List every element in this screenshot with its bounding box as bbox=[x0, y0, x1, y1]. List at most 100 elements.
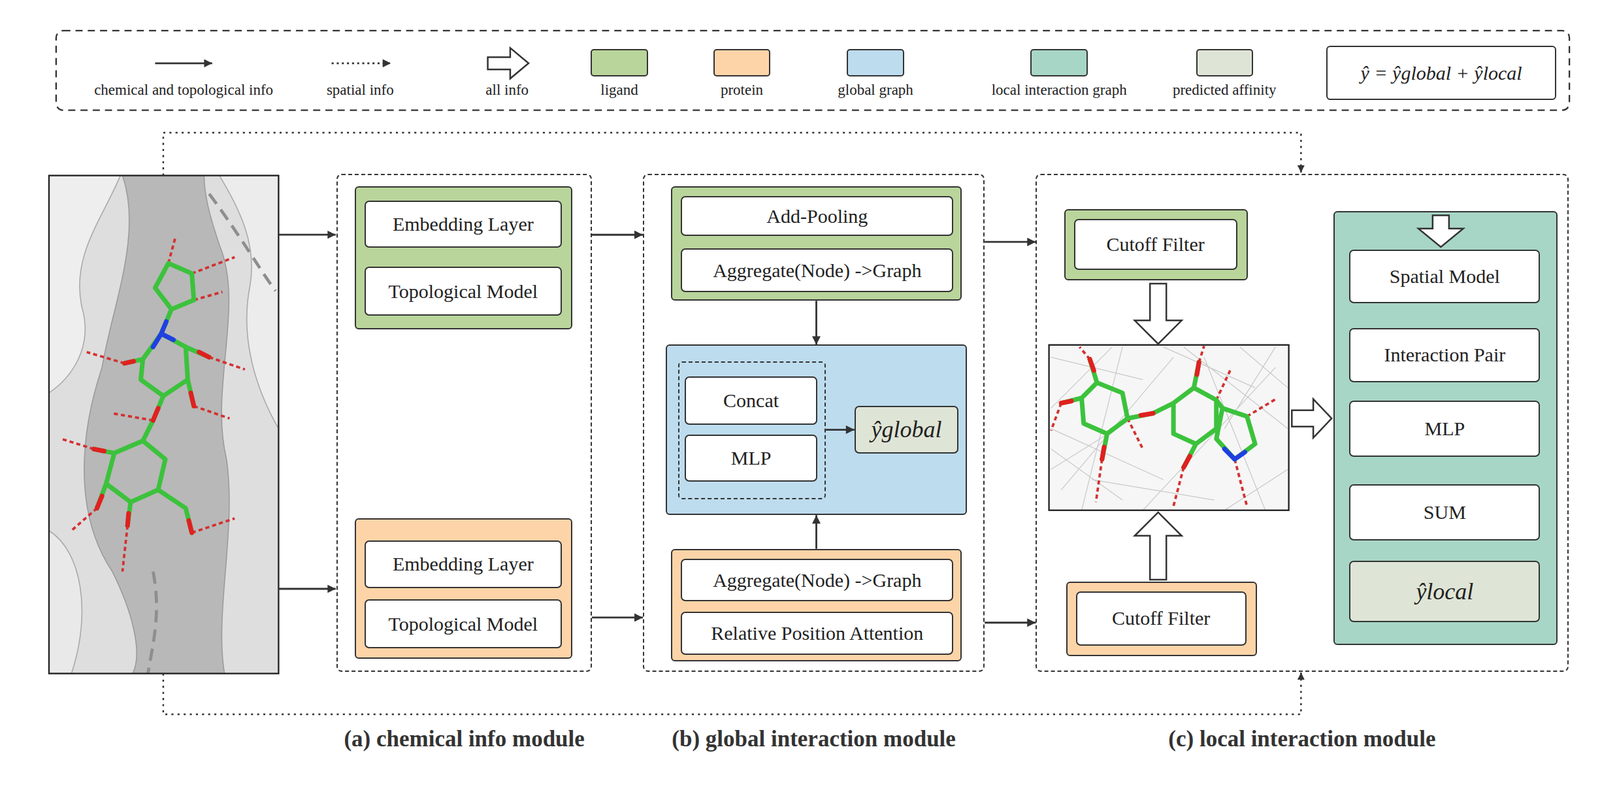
flow-arrow bbox=[815, 300, 818, 345]
legend-text: predicted affinity bbox=[1087, 81, 1362, 99]
legend-text: chemical and topological info bbox=[46, 81, 321, 99]
module-frame: Embedding LayerTopological ModelEmbeddin… bbox=[336, 173, 592, 672]
oxygen-bonds bbox=[94, 352, 210, 533]
pocket-groove bbox=[84, 175, 230, 674]
ribbon-trace bbox=[209, 194, 276, 291]
box-label: Interaction Pair bbox=[1383, 343, 1506, 366]
legend-text: spatial info bbox=[222, 81, 498, 99]
layer-box: Concat bbox=[684, 376, 818, 425]
flow-arrow bbox=[815, 514, 818, 549]
hollow-arrow bbox=[1134, 283, 1182, 344]
layer-box: Aggregate(Node) ->Graph bbox=[680, 248, 954, 293]
layer-box: Cutoff Filter bbox=[1074, 218, 1238, 270]
protein-block: Embedding LayerTopological Model bbox=[354, 518, 573, 660]
box-label: Embedding Layer bbox=[392, 212, 534, 236]
layer-box: Add-Pooling bbox=[680, 195, 954, 236]
spatial-arrow bbox=[163, 672, 1301, 715]
legend-swatch bbox=[713, 48, 771, 77]
ligand-block: Cutoff Filter bbox=[1064, 209, 1248, 281]
hbond-dashes bbox=[61, 236, 245, 572]
hollow-arrow bbox=[1134, 512, 1182, 580]
legend-swatch bbox=[1030, 48, 1088, 77]
module-frame: Cutoff FilterCutoff FilterSpatial ModelI… bbox=[1035, 173, 1568, 672]
layer-box: Topological Model bbox=[364, 266, 562, 316]
legend-solid-arrow bbox=[154, 62, 212, 65]
flow-arrow bbox=[278, 587, 336, 590]
legend-swatch bbox=[590, 48, 648, 77]
legend-text-holder: local interaction graph bbox=[921, 81, 1197, 99]
pocket-frame bbox=[48, 175, 279, 674]
legend-text-holder: global graph bbox=[738, 81, 1013, 99]
ligand-block: Add-PoolingAggregate(Node) ->Graph bbox=[670, 186, 962, 301]
flow-arrow bbox=[591, 233, 643, 236]
flow-arrow bbox=[984, 241, 1036, 244]
box-label: Aggregate(Node) ->Graph bbox=[712, 259, 922, 282]
pocket-ridge bbox=[48, 175, 121, 394]
protein-mesh bbox=[1051, 346, 1288, 511]
formula-box: ŷ = ŷglobal + ŷlocal bbox=[1326, 45, 1556, 100]
legend-text: global graph bbox=[738, 81, 1013, 99]
interaction-image bbox=[1049, 344, 1290, 511]
layer-box: Spatial Model bbox=[1349, 249, 1540, 304]
box-label: Add-Pooling bbox=[766, 205, 868, 228]
protein-block: Aggregate(Node) ->GraphRelative Position… bbox=[670, 548, 962, 662]
group-frame: ConcatMLP bbox=[678, 361, 826, 500]
module-caption: (a) chemical info module bbox=[285, 725, 643, 752]
box-label: Spatial Model bbox=[1389, 265, 1501, 288]
hollow-arrow bbox=[1291, 399, 1332, 438]
affinity-box: ŷglobal bbox=[854, 405, 959, 454]
legend-text-holder: chemical and topological info bbox=[46, 81, 321, 99]
affinity-box: ŷlocal bbox=[1349, 560, 1540, 622]
pocket-ridge bbox=[48, 530, 82, 674]
legend-text: local interaction graph bbox=[921, 81, 1197, 99]
box-label: Embedding Layer bbox=[392, 552, 534, 575]
box-label: Topological Model bbox=[388, 612, 538, 636]
ligand-block: Embedding LayerTopological Model bbox=[354, 186, 573, 330]
local-graph-block: Spatial ModelInteraction PairMLP SUM ŷloca… bbox=[1333, 211, 1559, 645]
spatial-arrow bbox=[163, 132, 1301, 176]
box-label: ŷ = ŷglobal + ŷlocal bbox=[1360, 62, 1523, 85]
interaction-frame bbox=[1049, 344, 1290, 511]
module-caption: (b) global interaction module bbox=[591, 725, 1036, 752]
legend-text: ligand bbox=[482, 81, 757, 99]
legend-swatch bbox=[846, 48, 904, 77]
interaction-ground bbox=[1049, 344, 1290, 511]
box-label: Relative Position Attention bbox=[710, 621, 924, 645]
protein-block: Cutoff Filter bbox=[1066, 581, 1258, 656]
layer-box: Topological Model bbox=[364, 599, 562, 649]
flow-arrow bbox=[591, 616, 643, 619]
module-frame: Add-PoolingAggregate(Node) ->GraphConcat… bbox=[642, 173, 985, 672]
layer-box: Aggregate(Node) ->Graph bbox=[680, 558, 954, 602]
layer-box: SUM bbox=[1349, 484, 1540, 541]
box-label: Aggregate(Node) ->Graph bbox=[712, 569, 922, 592]
box-label: ŷglobal bbox=[870, 415, 942, 443]
flow-arrow bbox=[278, 233, 336, 236]
flow-arrow bbox=[984, 621, 1036, 624]
box-label: Cutoff Filter bbox=[1106, 233, 1205, 256]
box-label: MLP bbox=[731, 446, 772, 470]
legend-text-holder: predicted affinity bbox=[1087, 81, 1362, 99]
global-graph-block: ConcatMLP ŷglobal bbox=[665, 344, 967, 515]
layer-box: Cutoff Filter bbox=[1076, 591, 1247, 646]
pocket-image bbox=[48, 175, 279, 674]
box-label: Topological Model bbox=[388, 280, 538, 303]
layer-box: MLP bbox=[1349, 400, 1540, 457]
box-label: ŷlocal bbox=[1415, 577, 1474, 605]
oxygen-bonds bbox=[1061, 359, 1199, 468]
layer-box: Interaction Pair bbox=[1349, 327, 1540, 383]
legend-frame bbox=[56, 30, 1570, 111]
box-label: Concat bbox=[723, 389, 779, 412]
pocket-ridge bbox=[219, 175, 279, 429]
box-label: MLP bbox=[1424, 417, 1466, 440]
legend-dotted-arrow bbox=[331, 62, 392, 65]
layer-box: Relative Position Attention bbox=[680, 611, 954, 655]
layer-box: MLP bbox=[684, 434, 818, 482]
ligand-sticks bbox=[1061, 359, 1256, 468]
module-caption: (c) local interaction module bbox=[984, 725, 1600, 752]
layer-box: Embedding Layer bbox=[364, 540, 562, 588]
box-label: SUM bbox=[1423, 501, 1467, 524]
ligand-sticks bbox=[94, 263, 210, 533]
layer-box: Embedding Layer bbox=[364, 200, 562, 248]
legend-hollow-arrow bbox=[488, 47, 529, 79]
